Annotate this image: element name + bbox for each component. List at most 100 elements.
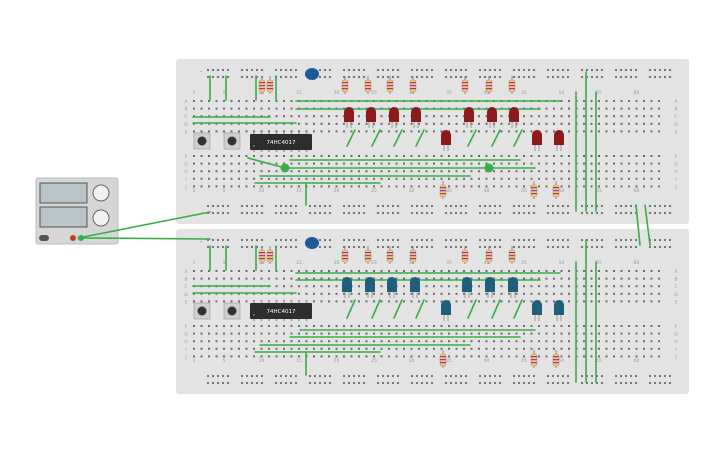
led-red[interactable] (532, 130, 542, 151)
wire[interactable] (644, 204, 651, 246)
led-blue[interactable] (532, 300, 542, 321)
push-button[interactable] (223, 302, 241, 320)
voltage-knob[interactable] (92, 184, 110, 202)
grid-hole (275, 107, 278, 110)
components-layer[interactable]: 74HC4017 74HC4017 (193, 68, 564, 368)
resistor-led[interactable] (552, 181, 560, 199)
positive-terminal[interactable] (70, 235, 76, 241)
rail-hole (556, 204, 560, 208)
resistor-led[interactable] (386, 246, 394, 264)
ceramic-capacitor[interactable] (305, 237, 319, 249)
wire[interactable] (467, 299, 477, 319)
wire[interactable] (491, 129, 501, 147)
resistor-led[interactable] (508, 246, 516, 264)
resistor-led[interactable] (341, 246, 349, 264)
grid-hole (200, 340, 203, 343)
resistor-pull[interactable] (258, 76, 266, 94)
led-blue[interactable] (508, 277, 518, 298)
resistor-led[interactable] (552, 350, 560, 368)
resistor-led[interactable] (364, 76, 372, 94)
push-button[interactable] (193, 302, 211, 320)
grid-hole (650, 355, 653, 358)
led-blue[interactable] (387, 277, 397, 298)
led-red[interactable] (441, 130, 451, 151)
grid-hole (320, 122, 323, 125)
resistor-led[interactable] (439, 181, 447, 199)
ceramic-capacitor[interactable] (305, 68, 319, 80)
resistor-led[interactable] (530, 350, 538, 368)
grid-hole (238, 185, 240, 188)
wire[interactable] (346, 129, 356, 147)
led-blue[interactable] (485, 277, 495, 298)
led-red[interactable] (487, 107, 497, 128)
resistor-led[interactable] (461, 246, 469, 264)
push-button[interactable] (223, 132, 241, 150)
chip-74hc4017[interactable]: 74HC4017 (250, 132, 312, 152)
wire[interactable] (346, 299, 356, 319)
wire[interactable] (513, 299, 523, 319)
wire[interactable] (513, 129, 523, 147)
wire[interactable] (247, 157, 286, 169)
supply-wire-bottom[interactable] (81, 237, 211, 240)
wire[interactable] (415, 299, 425, 319)
grid-hole (463, 185, 465, 188)
led-red[interactable] (554, 130, 564, 151)
grid-hole (275, 277, 278, 280)
wire[interactable] (635, 204, 641, 246)
wire[interactable] (371, 299, 381, 319)
supply-wire-top[interactable] (77, 211, 211, 239)
resistor-led[interactable] (409, 76, 417, 94)
resistor-led[interactable] (508, 76, 516, 94)
led-red[interactable] (366, 107, 376, 128)
grid-hole (538, 355, 540, 358)
resistor-led[interactable] (485, 76, 493, 94)
grid-hole (320, 130, 323, 133)
wire[interactable] (415, 129, 425, 147)
resistor-pull[interactable] (266, 76, 274, 94)
grid-hole (418, 270, 420, 272)
led-red[interactable] (344, 107, 354, 128)
led-red[interactable] (509, 107, 519, 128)
resistor-led[interactable] (461, 76, 469, 94)
resistor-led[interactable] (364, 246, 372, 264)
rail-hole (512, 381, 516, 385)
current-knob[interactable] (92, 209, 110, 227)
grid-hole (268, 325, 270, 327)
power-switch[interactable] (39, 235, 49, 241)
chip-74hc4017[interactable]: 74HC4017 (250, 301, 312, 321)
rail-hole (425, 211, 429, 215)
led-blue[interactable] (410, 277, 420, 298)
wire[interactable] (371, 129, 381, 147)
led-red[interactable] (464, 107, 474, 128)
wire[interactable] (393, 299, 403, 319)
led-blue[interactable] (554, 300, 564, 321)
rail-hole (211, 238, 215, 242)
led-blue[interactable] (462, 277, 472, 298)
led-blue[interactable] (342, 277, 352, 298)
rail-hole (226, 68, 230, 72)
resistor-led[interactable] (530, 181, 538, 199)
grid-hole (523, 285, 525, 288)
resistor-led[interactable] (485, 246, 493, 264)
resistor-led[interactable] (439, 350, 447, 368)
push-button[interactable] (193, 132, 211, 150)
resistor-led[interactable] (341, 76, 349, 94)
rail-hole (454, 68, 458, 72)
row-letter: I (675, 177, 676, 183)
power-supply[interactable] (35, 177, 119, 245)
rail-hole (410, 204, 414, 208)
wire[interactable] (393, 129, 403, 147)
grid-hole (553, 177, 555, 180)
led-blue[interactable] (441, 300, 451, 321)
led-red[interactable] (389, 107, 399, 128)
led-blue[interactable] (365, 277, 375, 298)
resistor-led[interactable] (409, 246, 417, 264)
resistor-pull[interactable] (258, 246, 266, 264)
wire[interactable] (467, 129, 477, 147)
rail-hole (381, 381, 385, 385)
resistor-led[interactable] (386, 76, 394, 94)
led-red[interactable] (411, 107, 421, 128)
resistor-pull[interactable] (266, 246, 274, 264)
wire[interactable] (491, 299, 501, 319)
